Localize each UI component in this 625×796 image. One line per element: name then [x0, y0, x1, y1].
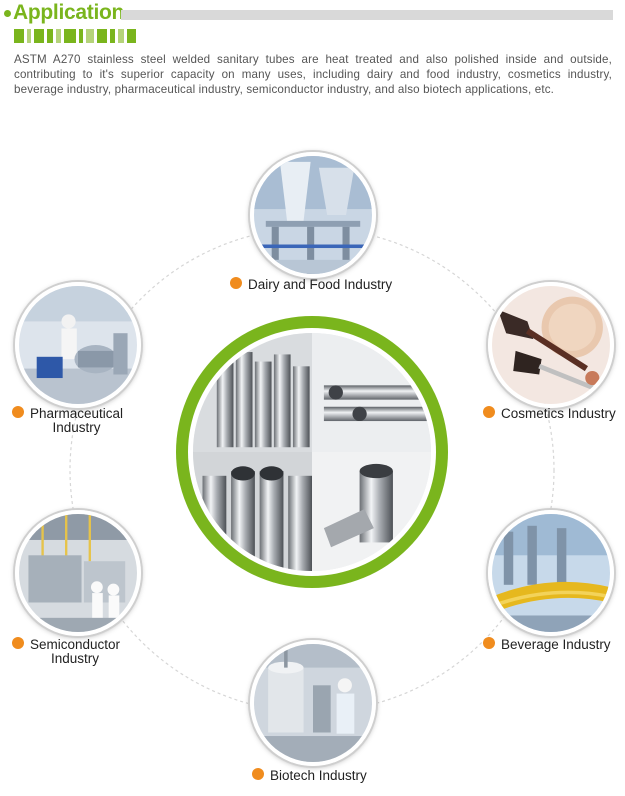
cosmetics-photo — [488, 282, 614, 408]
stainless-tubes-photo — [193, 333, 431, 571]
semiconductor-label-line1: Semiconductor — [30, 637, 121, 652]
beverage-label: Beverage Industry — [501, 637, 611, 652]
dairy-food-label: Dairy and Food Industry — [248, 277, 393, 292]
dairy-food-photo — [250, 152, 376, 278]
title-divider — [121, 10, 613, 20]
pharmaceutical-label: Pharmaceutical Industry — [30, 407, 123, 435]
beverage-photo — [488, 510, 614, 636]
title-bullet-icon — [4, 10, 11, 17]
cosmetics-label: Cosmetics Industry — [501, 406, 616, 421]
pharmaceutical-photo — [15, 282, 141, 408]
stripe-decoration — [14, 29, 136, 43]
semiconductor-label-line2: Industry — [51, 651, 100, 666]
biotech-bullet-icon — [252, 768, 264, 780]
cosmetics-bullet-icon — [483, 406, 495, 418]
biotech-photo — [250, 640, 376, 766]
intro-paragraph: ASTM A270 stainless steel welded sanitar… — [14, 53, 612, 96]
semiconductor-photo — [15, 510, 141, 636]
pharmaceutical-label-line1: Pharmaceutical — [30, 406, 124, 421]
pharmaceutical-bullet-icon — [12, 406, 24, 418]
beverage-bullet-icon — [483, 637, 495, 649]
biotech-label: Biotech Industry — [270, 768, 367, 783]
semiconductor-label: Semiconductor Industry — [30, 638, 120, 666]
semiconductor-bullet-icon — [12, 637, 24, 649]
dairy-bullet-icon — [230, 277, 242, 289]
section-header: Application — [0, 0, 625, 50]
pharmaceutical-label-line2: Industry — [52, 420, 101, 435]
section-title: Application — [13, 1, 125, 24]
